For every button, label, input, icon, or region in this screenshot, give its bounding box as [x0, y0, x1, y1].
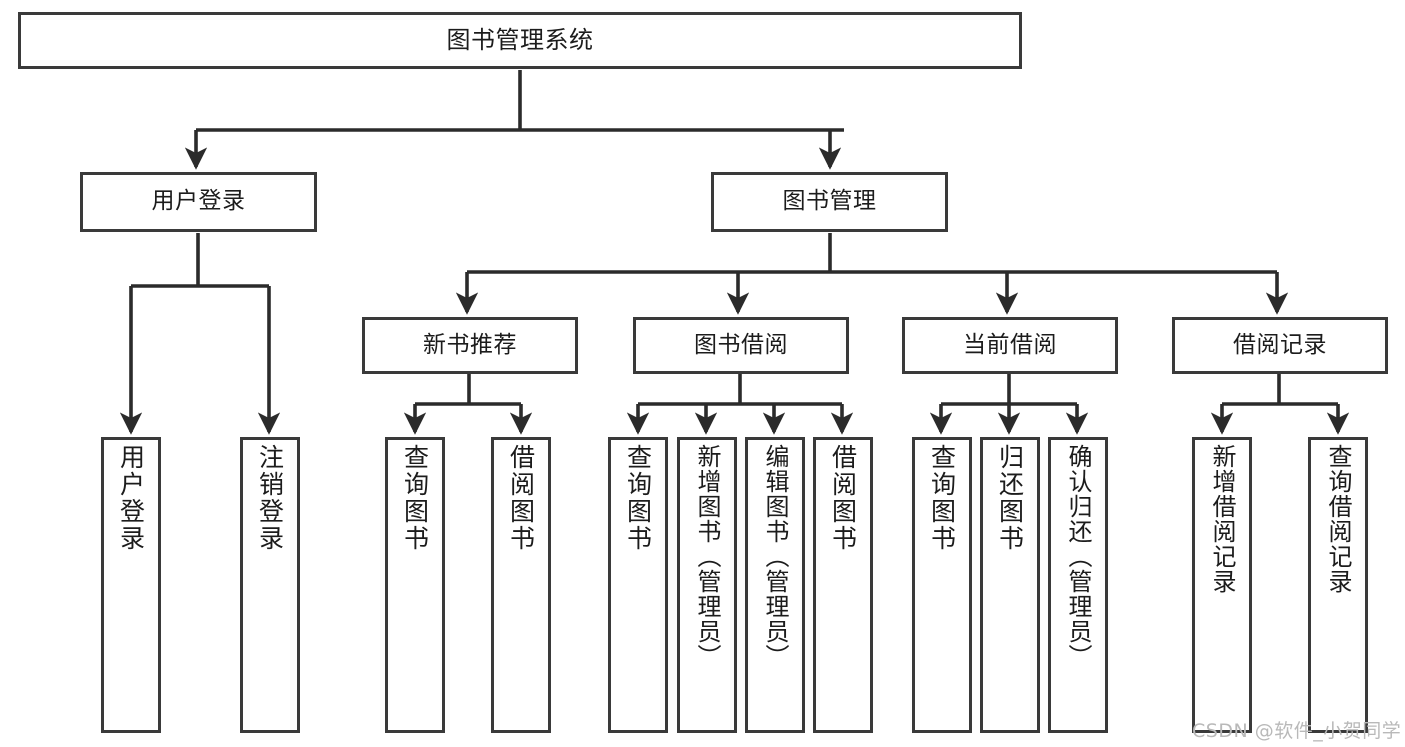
node-label: 查询图书 — [927, 444, 957, 552]
node-label: 借阅图书 — [828, 444, 858, 552]
node-label: 编辑图书（管理员） — [761, 444, 789, 669]
node-label: 借阅图书 — [506, 444, 536, 552]
node-label: 图书管理系统 — [446, 26, 594, 55]
leaf-query-books-current[interactable]: 查询图书 — [912, 437, 972, 733]
node-root-library-management-system[interactable]: 图书管理系统 — [18, 12, 1022, 69]
node-label: 图书借阅 — [694, 331, 788, 358]
node-label: 新增图书（管理员） — [693, 444, 721, 669]
leaf-user-login[interactable]: 用户登录 — [101, 437, 161, 733]
leaf-edit-book-admin[interactable]: 编辑图书（管理员） — [745, 437, 805, 733]
node-label: 查询借阅记录 — [1324, 444, 1352, 594]
leaf-borrow-books-recommend[interactable]: 借阅图书 — [491, 437, 551, 733]
leaf-borrow-books[interactable]: 借阅图书 — [813, 437, 873, 733]
node-borrowing-record[interactable]: 借阅记录 — [1172, 317, 1388, 374]
node-label: 图书管理 — [782, 188, 877, 215]
leaf-logout[interactable]: 注销登录 — [240, 437, 300, 733]
node-user-login[interactable]: 用户登录 — [80, 172, 317, 232]
node-label: 用户登录 — [151, 188, 246, 215]
node-label: 新书推荐 — [423, 331, 517, 358]
node-label: 注销登录 — [255, 444, 285, 552]
node-book-borrowing[interactable]: 图书借阅 — [633, 317, 849, 374]
node-book-management[interactable]: 图书管理 — [711, 172, 948, 232]
node-new-book-recommendation[interactable]: 新书推荐 — [362, 317, 578, 374]
leaf-confirm-return-admin[interactable]: 确认归还（管理员） — [1048, 437, 1108, 733]
node-current-borrowing[interactable]: 当前借阅 — [902, 317, 1118, 374]
node-label: 当前借阅 — [963, 331, 1057, 358]
node-label: 新增借阅记录 — [1208, 444, 1236, 594]
csdn-watermark: CSDN @软件_小贺同学 — [1192, 720, 1402, 742]
node-label: 确认归还（管理员） — [1064, 444, 1092, 669]
leaf-query-books-recommend[interactable]: 查询图书 — [385, 437, 445, 733]
node-label: 查询图书 — [400, 444, 430, 552]
node-label: 借阅记录 — [1233, 331, 1327, 358]
leaf-return-books[interactable]: 归还图书 — [980, 437, 1040, 733]
leaf-query-books-borrow[interactable]: 查询图书 — [608, 437, 668, 733]
leaf-query-borrow-record[interactable]: 查询借阅记录 — [1308, 437, 1368, 733]
node-label: 用户登录 — [116, 444, 146, 552]
node-label: 查询图书 — [623, 444, 653, 552]
leaf-add-book-admin[interactable]: 新增图书（管理员） — [677, 437, 737, 733]
node-label: 归还图书 — [995, 444, 1025, 552]
leaf-add-borrow-record[interactable]: 新增借阅记录 — [1192, 437, 1252, 733]
